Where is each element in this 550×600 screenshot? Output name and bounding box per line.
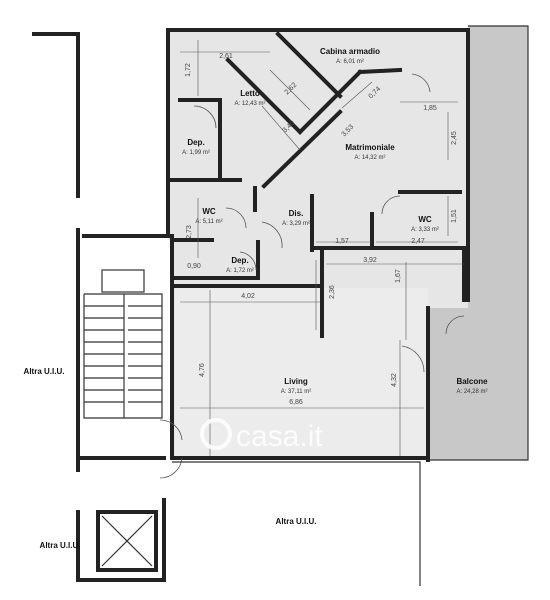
room-name-dep-bottom: Dep. bbox=[231, 256, 248, 265]
room-name-matrimoniale: Matrimoniale bbox=[345, 143, 395, 152]
room-area-wc-right: A: 3,33 m² bbox=[411, 227, 439, 233]
balcone-floor bbox=[430, 26, 528, 460]
room-area-dep-top: A: 1,99 m² bbox=[182, 150, 210, 156]
dim-label: 1,85 bbox=[423, 105, 437, 112]
dim-label: 1,67 bbox=[395, 269, 402, 283]
door-entry-b bbox=[159, 457, 183, 479]
room-area-cabina-armadio: A: 6,01 m² bbox=[336, 59, 364, 65]
door-wc-right bbox=[381, 195, 401, 215]
room-area-dep-bottom: A: 1,72 m² bbox=[226, 268, 254, 274]
room-name-letto: Letto bbox=[240, 89, 260, 98]
door-entry-a bbox=[159, 419, 183, 441]
watermark-text: casa.it bbox=[236, 420, 323, 453]
other-unit-bottom: Altra U.I.U. bbox=[276, 517, 317, 526]
dim-label: 3,92 bbox=[363, 257, 377, 264]
dim-label: 4,32 bbox=[391, 373, 398, 387]
room-area-living: A: 37,11 m² bbox=[281, 389, 312, 395]
dim-label: 1,51 bbox=[451, 209, 458, 223]
room-name-wc-right: WC bbox=[418, 215, 432, 224]
room-area-wc-left: A: 5,11 m² bbox=[195, 219, 222, 225]
door-letto bbox=[193, 105, 217, 129]
door-living bbox=[401, 345, 425, 373]
wall-matrim-diag2 bbox=[261, 109, 343, 189]
door-wc-left bbox=[225, 207, 247, 229]
room-area-letto: A: 12,43 m² bbox=[234, 101, 265, 107]
dim-label: 4,02 bbox=[241, 293, 255, 300]
neighbour-boundary bbox=[172, 461, 421, 586]
dim-label: 4,76 bbox=[199, 363, 206, 377]
door-balcone bbox=[445, 315, 465, 335]
stair-treads bbox=[84, 269, 162, 418]
stair-box bbox=[83, 293, 163, 419]
lift-cross-icon bbox=[101, 515, 153, 567]
wall-letto-dis bbox=[225, 57, 303, 135]
room-name-cabina-armadio: Cabina armadio bbox=[320, 47, 380, 56]
watermark-logo: casa.it bbox=[200, 418, 323, 453]
room-name-balcone: Balcone bbox=[456, 377, 488, 386]
lift-surround bbox=[76, 498, 166, 582]
room-area-balcone: A: 24,28 m² bbox=[456, 389, 487, 395]
room-name-living: Living bbox=[284, 377, 308, 386]
dim-label: 1,72 bbox=[185, 63, 192, 77]
dimension-lines bbox=[180, 40, 464, 456]
dim-label: 2,61 bbox=[219, 53, 233, 60]
room-area-dis: A: 3,29 m² bbox=[282, 221, 310, 227]
living-floor bbox=[175, 288, 428, 458]
dim-label: 2,47 bbox=[411, 238, 425, 245]
dim-label: 2,73 bbox=[186, 225, 193, 239]
balcony-rail bbox=[430, 25, 529, 461]
lift-shaft bbox=[96, 510, 158, 572]
door-dep-bottom bbox=[239, 251, 257, 271]
dim-label: 0,90 bbox=[187, 263, 201, 270]
outer-wall bbox=[166, 28, 470, 302]
wall-matrim-top bbox=[357, 67, 403, 75]
dim-label: 2,45 bbox=[451, 131, 458, 145]
door-dis bbox=[261, 221, 283, 249]
other-unit-left: Altra U.I.U. bbox=[24, 367, 65, 376]
dim-label: 1,57 bbox=[335, 238, 349, 245]
dim-label: 6,86 bbox=[289, 399, 303, 406]
room-area-matrimoniale: A: 14,32 m² bbox=[354, 155, 385, 161]
room-name-dis: Dis. bbox=[289, 209, 304, 218]
dim-label: 2,36 bbox=[329, 285, 336, 299]
room-name-wc-left: WC bbox=[202, 207, 216, 216]
neighbour-wall-top bbox=[32, 32, 80, 198]
door-cabina bbox=[411, 73, 431, 93]
wall-matrim-diag bbox=[297, 69, 363, 135]
wall-letto-cabina bbox=[275, 31, 343, 99]
room-name-dep-top: Dep. bbox=[187, 138, 204, 147]
other-unit-bottom-left: Altra U.I.U. bbox=[40, 541, 81, 550]
